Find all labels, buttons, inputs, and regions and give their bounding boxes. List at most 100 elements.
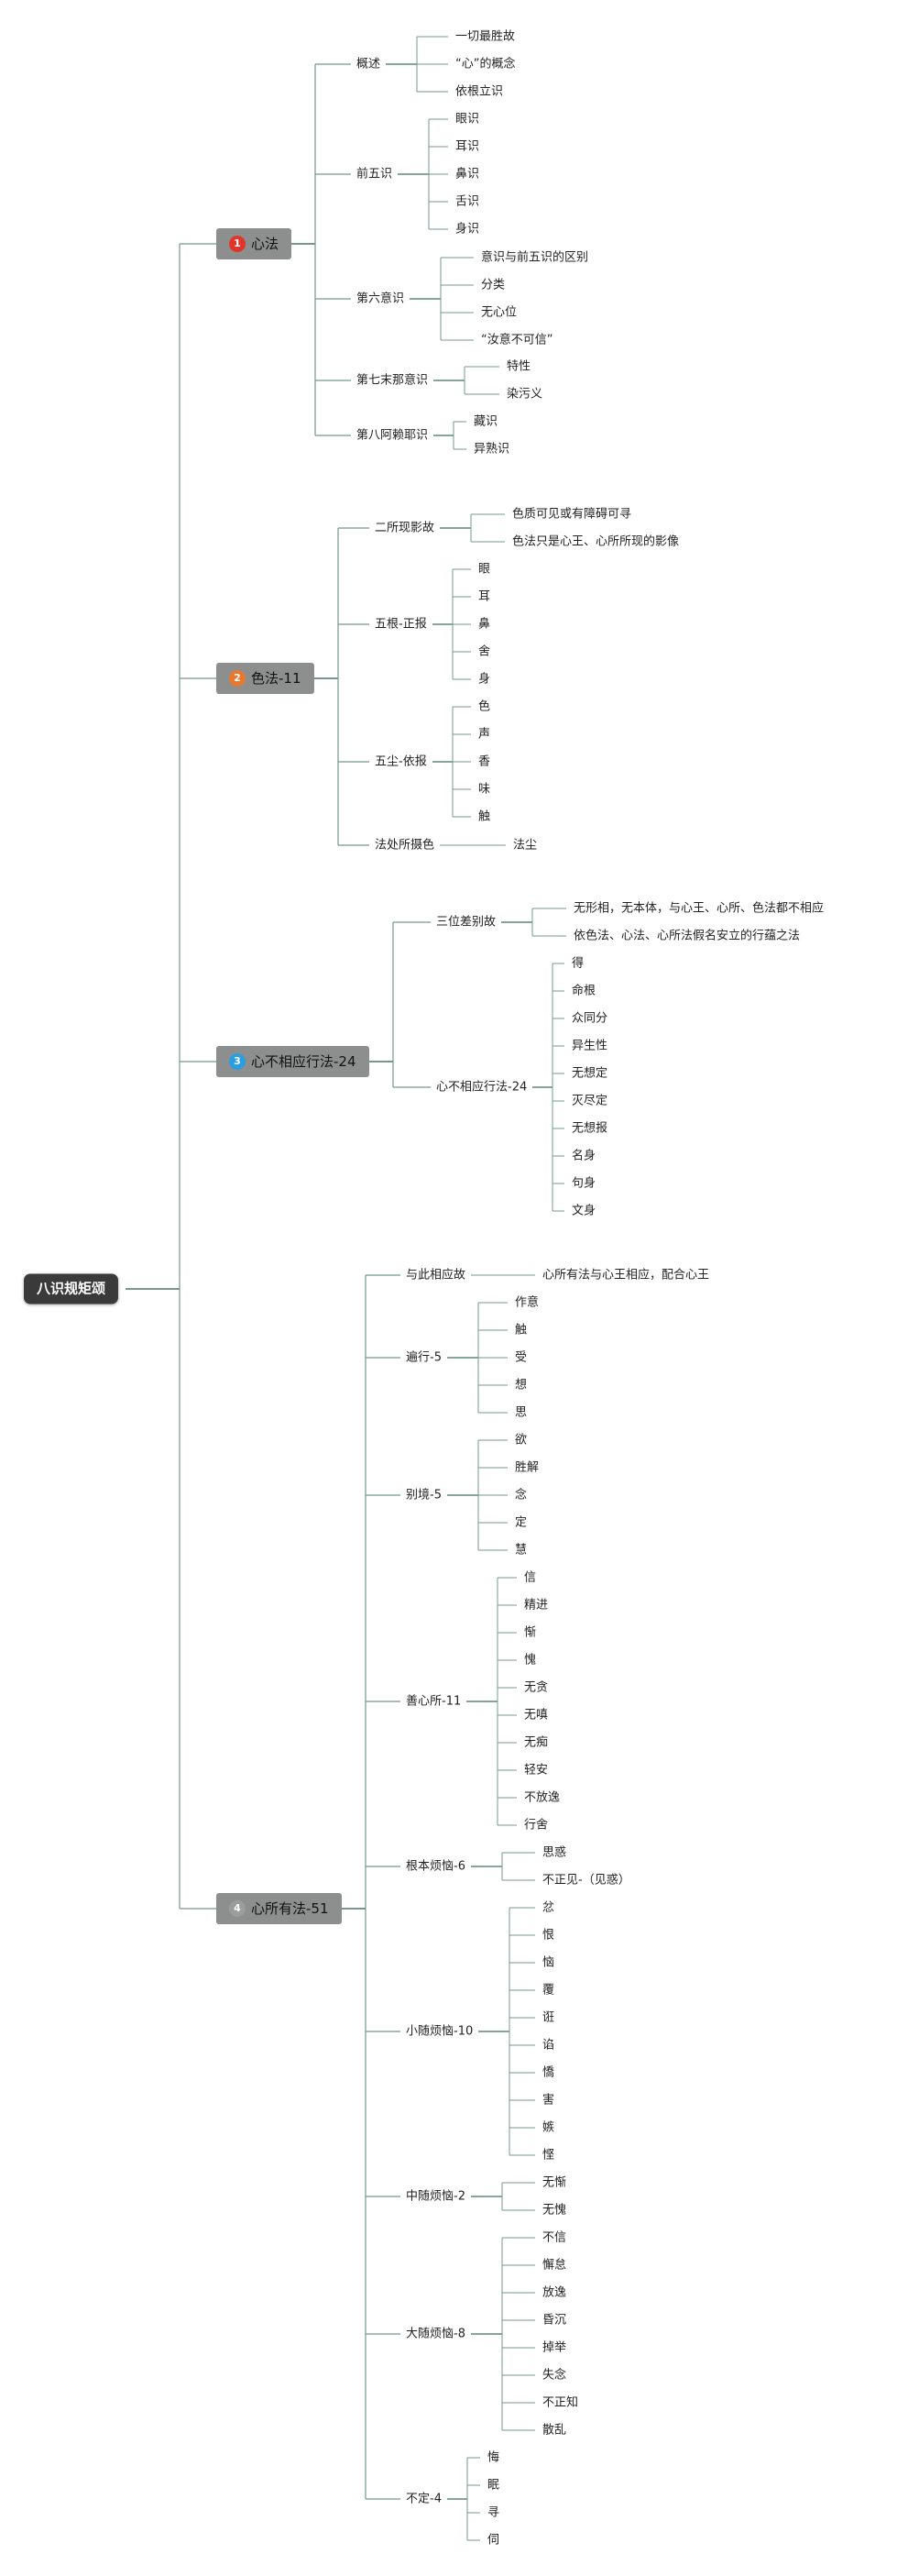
leaf-item[interactable]: 得 (572, 958, 584, 970)
leaf-item[interactable]: 懈怠 (542, 2260, 566, 2272)
leaf-item[interactable]: 法尘 (513, 840, 537, 852)
leaf-item[interactable]: 谄 (542, 2040, 554, 2052)
leaf-item[interactable]: 眠 (487, 2480, 499, 2492)
leaf-item[interactable]: 文身 (572, 1205, 596, 1217)
leaf-item[interactable]: 恼 (542, 1957, 554, 1969)
leaf-item[interactable]: 藏识 (474, 416, 498, 428)
leaf-item[interactable]: 眼识 (455, 114, 479, 126)
leaf-item[interactable]: 身 (478, 674, 490, 686)
subtopic[interactable]: 第七末那意识 (356, 375, 428, 387)
leaf-item[interactable]: 色法只是心王、心所所现的影像 (512, 536, 679, 548)
leaf-item[interactable]: 念 (515, 1490, 527, 1502)
leaf-item[interactable]: 不信 (542, 2232, 566, 2244)
subtopic[interactable]: 第八阿赖耶识 (356, 430, 428, 442)
subtopic[interactable]: 与此相应故 (406, 1270, 465, 1282)
subtopic[interactable]: 大随烦恼-8 (406, 2328, 465, 2340)
leaf-item[interactable]: 舌识 (455, 196, 479, 208)
subtopic[interactable]: 第六意识 (356, 293, 404, 305)
leaf-item[interactable]: 嫉 (542, 2122, 554, 2134)
leaf-item[interactable]: 惭 (524, 1627, 536, 1639)
leaf-item[interactable]: 悔 (487, 2452, 499, 2464)
leaf-item[interactable]: 眼 (478, 564, 490, 576)
subtopic[interactable]: 不定-4 (406, 2493, 442, 2505)
leaf-item[interactable]: 触 (515, 1325, 527, 1337)
leaf-item[interactable]: 愧 (524, 1655, 536, 1667)
leaf-item[interactable]: 声 (478, 729, 490, 741)
leaf-item[interactable]: 散乱 (542, 2425, 566, 2437)
leaf-item[interactable]: 耳识 (455, 141, 479, 153)
leaf-item[interactable]: 掉举 (542, 2342, 566, 2354)
leaf-item[interactable]: 无想定 (572, 1068, 607, 1080)
leaf-item[interactable]: 思 (515, 1407, 527, 1419)
leaf-item[interactable]: 无痴 (524, 1737, 548, 1749)
leaf-item[interactable]: 无贪 (524, 1682, 548, 1694)
leaf-item[interactable]: 特性 (507, 361, 531, 373)
leaf-item[interactable]: 耳 (478, 591, 490, 603)
leaf-item[interactable]: 灭尽定 (572, 1095, 607, 1107)
subtopic[interactable]: 别境-5 (406, 1490, 442, 1502)
leaf-item[interactable]: 思惑 (542, 1847, 566, 1859)
leaf-item[interactable]: 鼻识 (455, 169, 479, 181)
leaf-item[interactable]: 昏沉 (542, 2315, 566, 2327)
leaf-item[interactable]: 色质可见或有障碍可寻 (512, 509, 631, 521)
leaf-item[interactable]: 无嗔 (524, 1710, 548, 1722)
subtopic[interactable]: 遍行-5 (406, 1352, 442, 1364)
leaf-item[interactable]: 想 (515, 1380, 527, 1392)
leaf-item[interactable]: 舍 (478, 646, 490, 658)
leaf-item[interactable]: 轻安 (524, 1765, 548, 1777)
subtopic[interactable]: 善心所-11 (406, 1696, 461, 1708)
leaf-item[interactable]: 众同分 (572, 1013, 607, 1025)
leaf-item[interactable]: 欲 (515, 1435, 527, 1447)
leaf-item[interactable]: 依色法、心法、心所法假名安立的行蕴之法 (574, 930, 800, 942)
subtopic[interactable]: 五根-正报 (375, 619, 427, 631)
leaf-item[interactable]: 染污义 (507, 389, 542, 401)
leaf-item[interactable]: 触 (478, 811, 490, 823)
leaf-item[interactable]: 色 (478, 701, 490, 713)
leaf-item[interactable]: 作意 (515, 1297, 539, 1309)
subtopic[interactable]: 概述 (356, 59, 380, 71)
leaf-item[interactable]: 恨 (542, 1930, 554, 1942)
leaf-item[interactable]: 异熟识 (474, 444, 509, 456)
leaf-item[interactable]: 害 (542, 2095, 554, 2107)
leaf-item[interactable]: 鼻 (478, 619, 490, 631)
subtopic[interactable]: 中随烦恼-2 (406, 2191, 465, 2203)
leaf-item[interactable]: 名身 (572, 1150, 596, 1162)
leaf-item[interactable]: 无愧 (542, 2205, 566, 2217)
subtopic[interactable]: 根本烦恼-6 (406, 1861, 465, 1873)
leaf-item[interactable]: 味 (478, 784, 490, 796)
leaf-item[interactable]: 信 (524, 1572, 536, 1584)
leaf-item[interactable]: 放逸 (542, 2287, 566, 2299)
leaf-item[interactable]: 无惭 (542, 2177, 566, 2189)
leaf-item[interactable]: 分类 (481, 280, 505, 292)
root-node[interactable]: 八识规矩颂 (24, 1273, 119, 1305)
leaf-item[interactable]: 诳 (542, 2012, 554, 2024)
leaf-item[interactable]: 香 (478, 756, 490, 768)
leaf-item[interactable]: “汝意不可信” (481, 335, 552, 347)
leaf-item[interactable]: 慧 (515, 1545, 527, 1557)
leaf-item[interactable]: 身识 (455, 224, 479, 236)
leaf-item[interactable]: 失念 (542, 2370, 566, 2382)
subtopic[interactable]: 心不相应行法-24 (436, 1082, 527, 1094)
leaf-item[interactable]: 不放逸 (524, 1792, 560, 1804)
leaf-item[interactable]: 覆 (542, 1985, 554, 1997)
leaf-item[interactable]: 心所有法与心王相应，配合心王 (542, 1270, 709, 1282)
leaf-item[interactable]: “心”的概念 (455, 59, 515, 71)
leaf-item[interactable]: 胜解 (515, 1462, 539, 1474)
leaf-item[interactable]: 定 (515, 1517, 527, 1529)
subtopic[interactable]: 小随烦恼-10 (406, 2026, 473, 2038)
leaf-item[interactable]: 一切最胜故 (455, 31, 515, 43)
leaf-item[interactable]: 无形相，无本体，与心王、心所、色法都不相应 (574, 903, 824, 915)
leaf-item[interactable]: 意识与前五识的区别 (481, 252, 588, 264)
leaf-item[interactable]: 憍 (542, 2067, 554, 2079)
leaf-item[interactable]: 无心位 (481, 307, 517, 319)
leaf-item[interactable]: 行舍 (524, 1820, 548, 1832)
leaf-item[interactable]: 依根立识 (455, 86, 503, 98)
subtopic[interactable]: 前五识 (356, 169, 392, 181)
leaf-item[interactable]: 受 (515, 1352, 527, 1364)
leaf-item[interactable]: 不正知 (542, 2397, 578, 2409)
leaf-item[interactable]: 异生性 (572, 1040, 607, 1052)
leaf-item[interactable]: 忿 (542, 1902, 554, 1914)
